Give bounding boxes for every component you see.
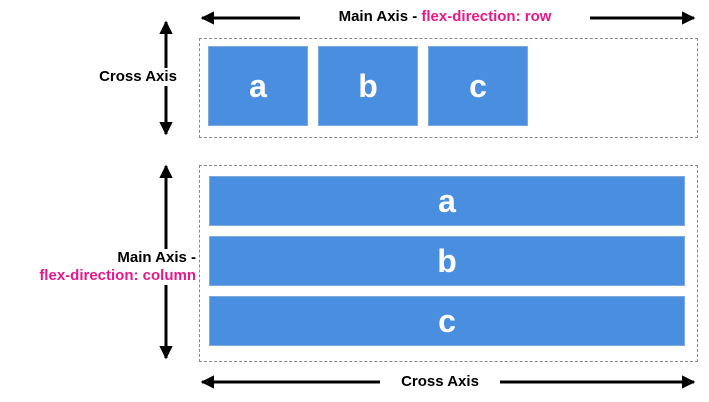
column-cross-axis-label: Cross Axis	[380, 373, 500, 391]
row-flex-direction-code: flex-direction: row	[421, 8, 552, 25]
column-flex-container	[199, 165, 698, 362]
column-main-axis-text: Main Axis -	[117, 249, 196, 266]
row-item-c: c	[428, 46, 528, 126]
row-item-a: a	[208, 46, 308, 126]
row-flex-container	[199, 38, 698, 138]
column-item-b: b	[209, 236, 685, 286]
row-item-b: b	[318, 46, 418, 126]
column-main-axis-label: Main Axis - flex-direction: column	[2, 249, 196, 285]
column-flex-direction-code: flex-direction: column	[39, 267, 196, 284]
row-main-axis-text: Main Axis -	[338, 8, 422, 25]
column-item-a: a	[209, 176, 685, 226]
row-cross-axis-label: Cross Axis	[76, 68, 200, 86]
column-item-c: c	[209, 296, 685, 346]
row-main-axis-label: Main Axis - flex-direction: row	[300, 8, 590, 26]
